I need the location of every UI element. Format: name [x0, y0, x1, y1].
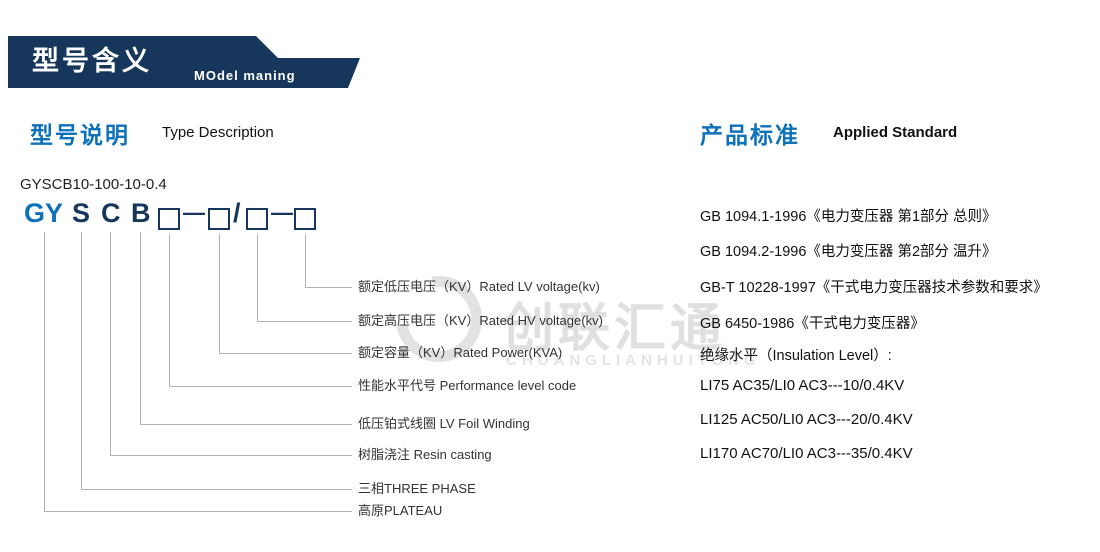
- connector-hline-threephase: [81, 489, 352, 490]
- type-description-heading-cn: 型号说明: [30, 122, 130, 148]
- code-box-performance: [158, 208, 180, 230]
- connector-hline-foil: [140, 424, 352, 425]
- example-model-number: GYSCB10-100-10-0.4: [20, 176, 167, 193]
- label-plateau: 高原PLATEAU: [358, 503, 443, 518]
- label-rated-power: 额定容量（KV）Rated Power(KVA): [358, 345, 563, 360]
- label-rated-hv-voltage: 额定高压电压（KV）Rated HV voltage(kv): [358, 313, 603, 328]
- connector-line-foil: [140, 232, 141, 424]
- code-letter-c: C: [101, 198, 121, 228]
- connector-hline-performance: [169, 386, 352, 387]
- insulation-level-item: LI125 AC50/LI0 AC3---20/0.4KV: [700, 411, 913, 428]
- label-lv-foil-winding: 低压铂式线圈 LV Foil Winding: [358, 416, 530, 431]
- standard-item: GB-T 10228-1997《干式电力变压器技术参数和要求》: [700, 280, 1048, 296]
- code-slash: /: [233, 198, 241, 228]
- connector-line-plateau: [44, 232, 45, 511]
- insulation-level-item: LI170 AC70/LI0 AC3---35/0.4KV: [700, 445, 913, 462]
- code-box-power: [208, 208, 230, 230]
- code-dash-2: —: [271, 200, 293, 225]
- connector-line-resin: [110, 232, 111, 455]
- label-performance-level: 性能水平代号 Performance level code: [358, 378, 577, 393]
- section-banner: 型号含义 MOdel maning: [8, 36, 360, 88]
- code-letter-s: S: [72, 198, 91, 228]
- connector-line-hv: [257, 234, 258, 321]
- connector-line-performance: [169, 234, 170, 386]
- code-box-hv: [246, 208, 268, 230]
- standard-item: GB 1094.2-1996《电力变压器 第2部分 温升》: [700, 244, 997, 260]
- banner-subtitle: MOdel maning: [194, 68, 296, 83]
- connector-line-power: [219, 234, 220, 353]
- code-box-lv: [294, 208, 316, 230]
- code-letter-b: B: [131, 198, 151, 228]
- insulation-level-item: LI75 AC35/LI0 AC3---10/0.4KV: [700, 377, 905, 394]
- standard-item: GB 6450-1986《干式电力变压器》: [700, 316, 925, 332]
- type-description-heading-en: Type Description: [162, 124, 274, 141]
- standard-item: GB 1094.1-1996《电力变压器 第1部分 总则》: [700, 209, 997, 225]
- applied-standard-heading-cn: 产品标准: [700, 122, 800, 148]
- label-rated-lv-voltage: 额定低压电压（KV）Rated LV voltage(kv): [358, 279, 600, 294]
- applied-standard-heading-en: Applied Standard: [833, 124, 958, 141]
- connector-hline-plateau: [44, 511, 352, 512]
- connector-hline-hv: [257, 321, 352, 322]
- code-prefix-gy: GY: [24, 198, 64, 228]
- banner-title: 型号含义: [32, 46, 152, 76]
- label-three-phase: 三相THREE PHASE: [358, 481, 476, 496]
- insulation-level-heading: 绝缘水平（Insulation Level）:: [700, 348, 892, 364]
- connector-line-lv: [305, 234, 306, 287]
- connector-hline-resin: [110, 455, 352, 456]
- code-dash-1: —: [183, 200, 205, 225]
- connector-hline-lv: [305, 287, 352, 288]
- label-resin-casting: 树脂浇注 Resin casting: [358, 447, 492, 462]
- connector-hline-power: [219, 353, 352, 354]
- connector-line-threephase: [81, 232, 82, 489]
